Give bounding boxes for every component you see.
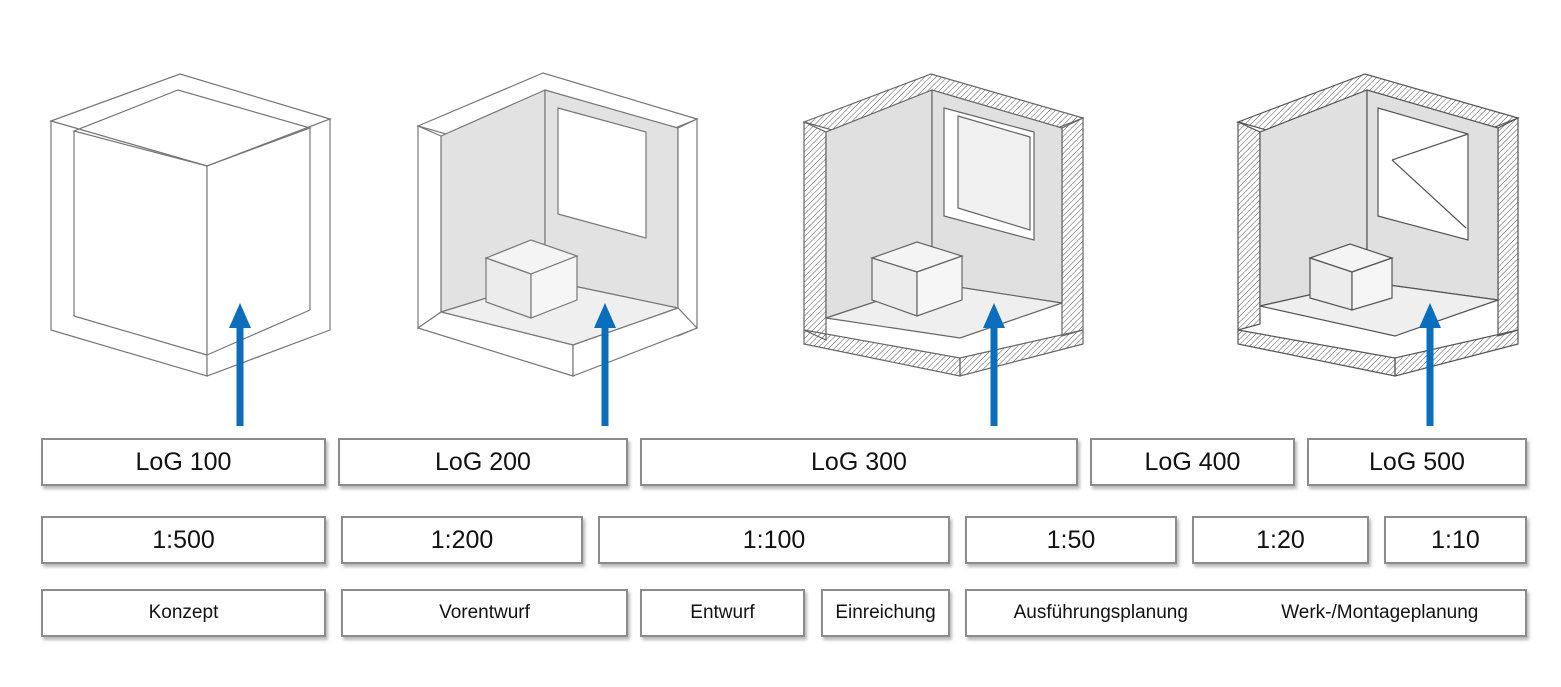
- scale-1-20-box: 1:20: [1192, 516, 1369, 564]
- phase-entwurf-box: Entwurf: [640, 589, 805, 637]
- phase-label: Einreichung: [835, 602, 936, 623]
- phase-vorentwurf-box: Vorentwurf: [341, 589, 628, 637]
- phase-konzept-box: Konzept: [41, 589, 326, 637]
- log-200-label: LoG 200: [435, 447, 531, 476]
- scale-label: 1:10: [1431, 525, 1480, 554]
- scale-label: 1:50: [1046, 525, 1096, 554]
- log-100-box: LoG 100: [41, 438, 326, 486]
- log-500-label: LoG 500: [1369, 447, 1465, 476]
- scale-label: 1:500: [152, 525, 215, 554]
- level-arrows: [229, 303, 1441, 426]
- room-with-opening-model: [416, 72, 699, 377]
- log-illustrations: [49, 72, 1520, 426]
- phase-label: Entwurf: [690, 602, 755, 623]
- room-with-window-and-armchair-model: [802, 73, 1085, 377]
- log-300-label: LoG 300: [811, 447, 907, 476]
- phase-einreichung-box: Einreichung: [821, 589, 950, 637]
- log-400-label: LoG 400: [1144, 447, 1241, 476]
- phase-label-werk-montageplanung: Werk-/Montageplanung: [1281, 602, 1479, 623]
- detailed-room-with-window-and-furniture-model: [1236, 73, 1520, 377]
- log-100-label: LoG 100: [135, 447, 232, 476]
- scale-1-500-box: 1:500: [41, 516, 326, 564]
- phase-label-ausfuehrungsplanung: Ausführungsplanung: [1013, 602, 1188, 623]
- scale-1-50-box: 1:50: [965, 516, 1177, 564]
- phase-label: Konzept: [148, 602, 219, 623]
- phase-label: Vorentwurf: [439, 602, 530, 623]
- phase-ausfuehrung-montage-box: Ausführungsplanung Werk-/Montageplanung: [965, 589, 1527, 637]
- plain-box-model: [49, 73, 332, 377]
- log-200-box: LoG 200: [338, 438, 628, 486]
- scale-label: 1:20: [1256, 525, 1305, 554]
- scale-1-100-box: 1:100: [598, 516, 950, 564]
- scale-1-10-box: 1:10: [1384, 516, 1527, 564]
- scale-1-200-box: 1:200: [341, 516, 583, 564]
- scale-label: 1:200: [430, 525, 494, 554]
- log-300-box: LoG 300: [640, 438, 1078, 486]
- log-500-box: LoG 500: [1307, 438, 1527, 486]
- scale-label: 1:100: [742, 525, 806, 554]
- log-400-box: LoG 400: [1090, 438, 1295, 486]
